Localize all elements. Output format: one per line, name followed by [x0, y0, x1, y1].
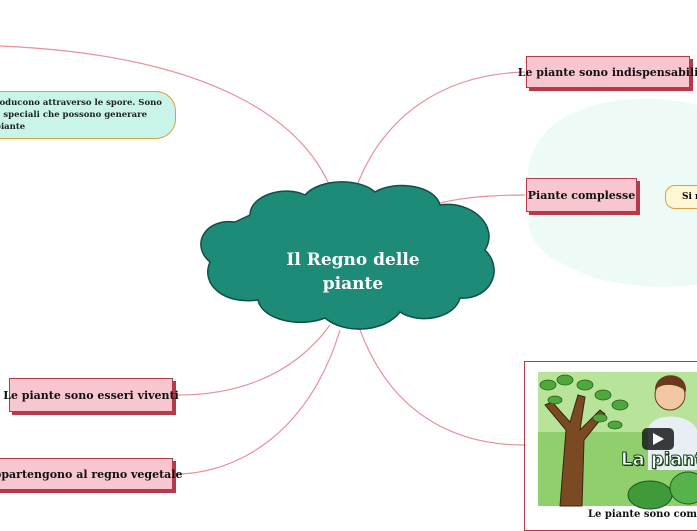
- video-thumbnail[interactable]: [538, 372, 697, 510]
- partial-node-label: Si r: [682, 192, 697, 202]
- connector-indispensabili: [351, 71, 526, 201]
- connector-complesse: [439, 194, 526, 204]
- tree-trunk: [544, 394, 606, 507]
- presenter-hair: [655, 375, 687, 392]
- central-topic-label[interactable]: Il Regno delle piante: [268, 248, 438, 296]
- central-topic-line: Il Regno delle: [286, 250, 420, 270]
- note-spore-bubble[interactable]: roducono attraverso le spore. Sono e spe…: [0, 91, 176, 139]
- video-thumbnail-title: La pianta: [621, 449, 697, 471]
- branch-node-indispensabili[interactable]: Le piante sono indispensabili: [518, 56, 697, 88]
- branch-label: Piante complesse: [527, 188, 636, 202]
- branch-label: Le piante sono esseri viventi: [3, 388, 179, 402]
- foreground-leaf: [669, 471, 697, 505]
- partial-node-right[interactable]: Si r: [665, 185, 697, 209]
- connectors: [0, 45, 526, 475]
- branch-node-regno-vegetale[interactable]: appartengono al regno vegetale: [0, 458, 182, 490]
- connector-note: [0, 45, 336, 201]
- connector-regno-vegetale: [174, 329, 341, 475]
- branch-node-complesse[interactable]: Piante complesse: [526, 178, 637, 212]
- media-node-frame[interactable]: [524, 361, 697, 531]
- note-line: roducono attraverso le spore. Sono: [0, 98, 162, 108]
- connector-media: [359, 329, 525, 446]
- media-caption: Le piante sono compo: [588, 509, 697, 520]
- central-topic-cloud[interactable]: [200, 181, 495, 330]
- central-topic-line: piante: [322, 274, 384, 294]
- connector-esseri-viventi: [177, 324, 331, 396]
- branch-label: Le piante sono indispensabili: [517, 65, 697, 79]
- note-line: piante: [0, 122, 26, 132]
- branch-node-esseri-viventi[interactable]: Le piante sono esseri viventi: [3, 378, 179, 412]
- play-icon: [653, 433, 664, 445]
- mind-map-canvas: [0, 45, 697, 510]
- tree-leaves: [539, 374, 629, 430]
- note-line: e speciali che possono generare: [0, 110, 148, 120]
- branch-label: appartengono al regno vegetale: [0, 467, 183, 481]
